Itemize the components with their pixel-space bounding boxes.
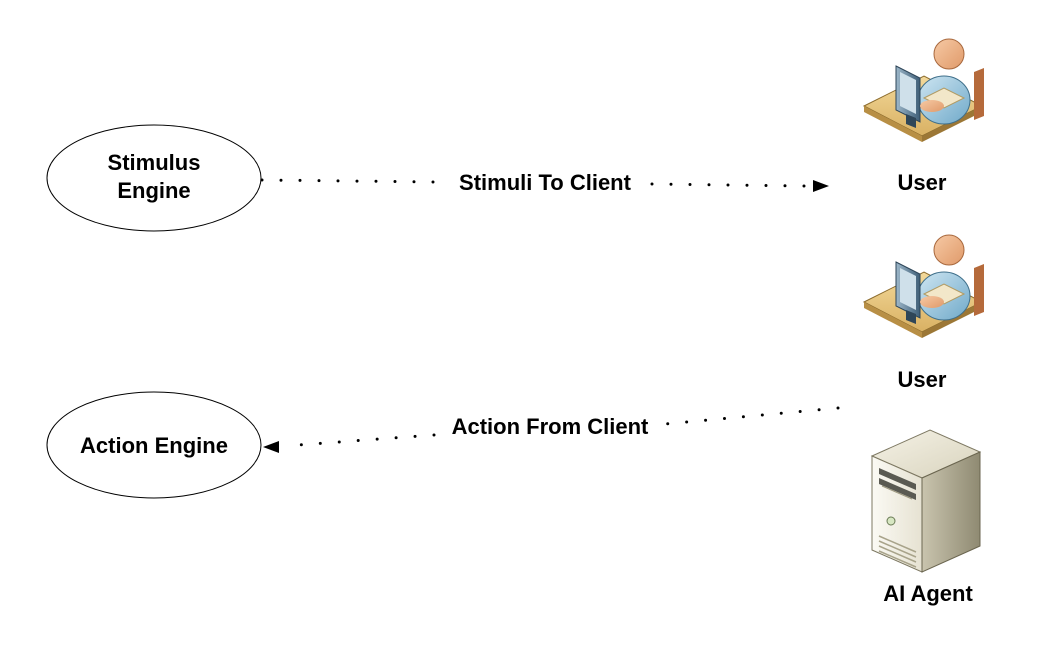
action-engine-node: Action Engine: [46, 391, 262, 499]
stimuli-edge-line-right: [650, 182, 810, 188]
stimulus-engine-label-line2: Engine: [117, 178, 190, 203]
stimulus-engine-node: Stimulus Engine: [46, 124, 262, 232]
user-top-node: User: [862, 38, 984, 195]
action-engine-label: Action Engine: [80, 433, 228, 458]
stimulus-engine-label-line1: Stimulus: [108, 150, 201, 175]
user-top-label: User: [898, 170, 947, 195]
stimuli-edge: Stimuli To Client: [260, 170, 829, 195]
action-edge-label: Action From Client: [452, 414, 649, 439]
action-edge-line-left: [282, 433, 436, 448]
user-bottom-label: User: [898, 367, 947, 392]
action-edge: Action From Client: [263, 406, 840, 453]
stimuli-edge-label: Stimuli To Client: [459, 170, 632, 195]
stimulus-engine-ellipse: [46, 124, 262, 232]
action-engine-ellipse: [46, 391, 262, 499]
stimuli-arrowhead-icon: [813, 180, 829, 192]
user-at-computer-icon: [862, 38, 984, 142]
action-edge-line-right: [663, 406, 840, 426]
server-tower-icon: [870, 429, 982, 573]
user-at-computer-icon: [862, 234, 984, 338]
ai-agent-node: AI Agent: [870, 429, 982, 606]
ai-agent-label: AI Agent: [883, 581, 973, 606]
stimuli-edge-line-left: [260, 178, 438, 184]
action-arrowhead-icon: [263, 441, 279, 453]
user-bottom-node: User: [862, 234, 984, 392]
